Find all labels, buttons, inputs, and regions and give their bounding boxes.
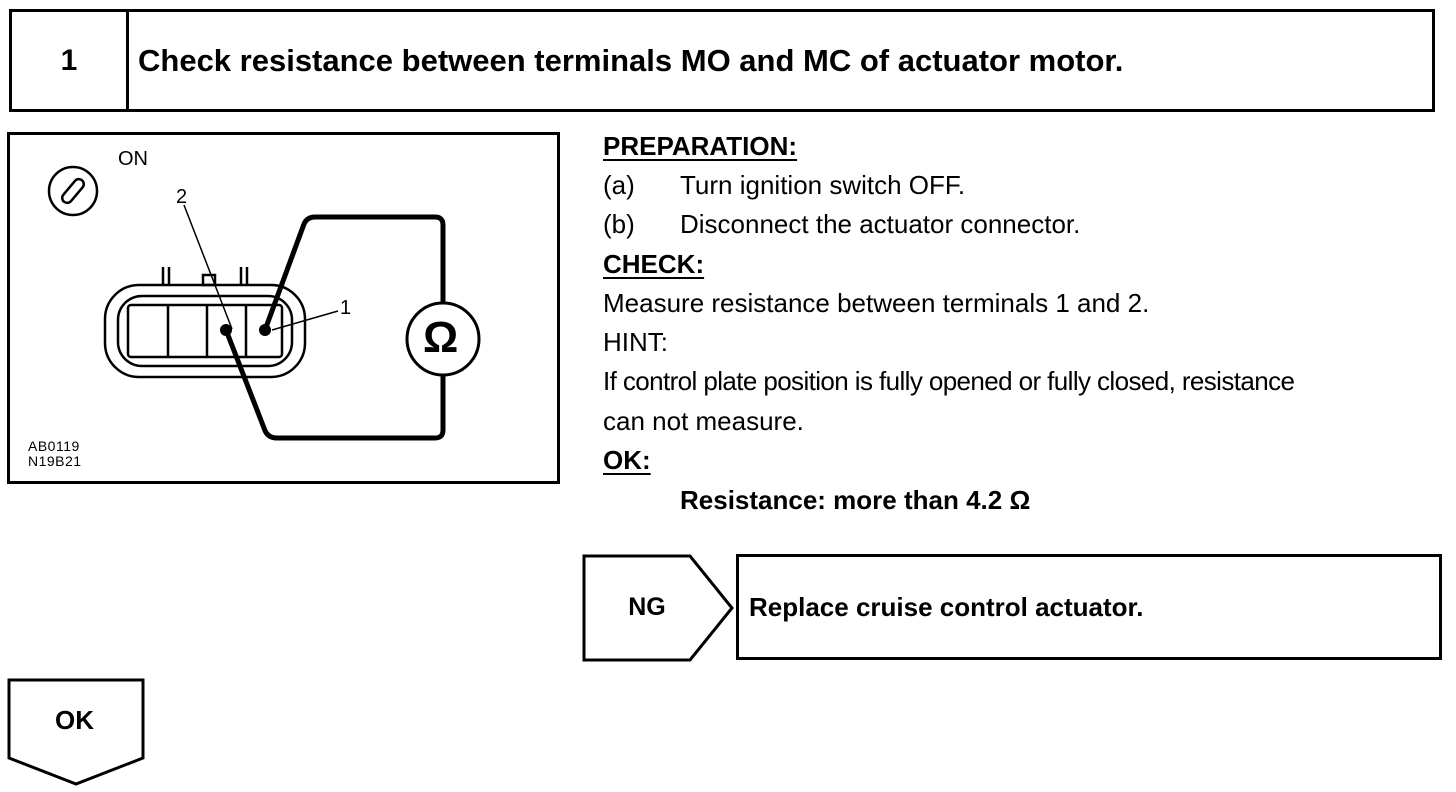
- ignition-on-label: ON: [118, 148, 148, 170]
- leader-line-1: [271, 310, 339, 331]
- ok-spec: Resistance: more than 4.2 Ω: [680, 485, 1031, 515]
- probe-tip-1: [259, 324, 271, 336]
- header-divider: [126, 12, 129, 109]
- check-text: Measure resistance between terminals 1 a…: [603, 288, 1150, 318]
- prep-step-a-marker: (a): [603, 170, 635, 200]
- preparation-heading: PREPARATION:: [603, 131, 798, 161]
- hint-label: HINT:: [603, 327, 668, 357]
- ok-label: OK: [55, 704, 94, 735]
- figure-code-1: AB0119: [28, 438, 80, 454]
- probe-leads: [223, 214, 446, 441]
- prep-step-a-text: Turn ignition switch OFF.: [680, 170, 966, 200]
- hint-line-1: If control plate position is fully opene…: [603, 366, 1295, 396]
- figure-code-2: N19B21: [28, 453, 82, 469]
- ok-heading: OK:: [603, 445, 651, 475]
- leader-line-2: [183, 204, 233, 330]
- connector-icon: [103, 267, 307, 379]
- hint-line-2: can not measure.: [603, 406, 804, 436]
- step-header: 1 Check resistance between terminals MO …: [9, 9, 1435, 112]
- terminal-2-label: 2: [176, 186, 188, 208]
- wiring-figure: ON 2 1 Ω AB0119 N19B21: [7, 132, 560, 484]
- ohmmeter-icon: [405, 301, 481, 377]
- check-heading: CHECK:: [603, 249, 705, 279]
- ng-arrow-box: [582, 554, 734, 662]
- ignition-key-icon: [47, 165, 99, 217]
- terminal-1-label: 1: [340, 297, 352, 319]
- step-title: Check resistance between terminals MO an…: [138, 42, 1124, 78]
- probe-tip-2: [220, 324, 232, 336]
- prep-step-b-marker: (b): [603, 209, 635, 239]
- step-number: 1: [60, 43, 78, 77]
- ng-label: NG: [628, 592, 666, 621]
- prep-step-b-text: Disconnect the actuator connector.: [680, 209, 1081, 239]
- ng-action-box: Replace cruise control actuator.: [736, 554, 1442, 660]
- ok-arrow-box: [7, 678, 145, 786]
- ohm-symbol: Ω: [423, 313, 459, 362]
